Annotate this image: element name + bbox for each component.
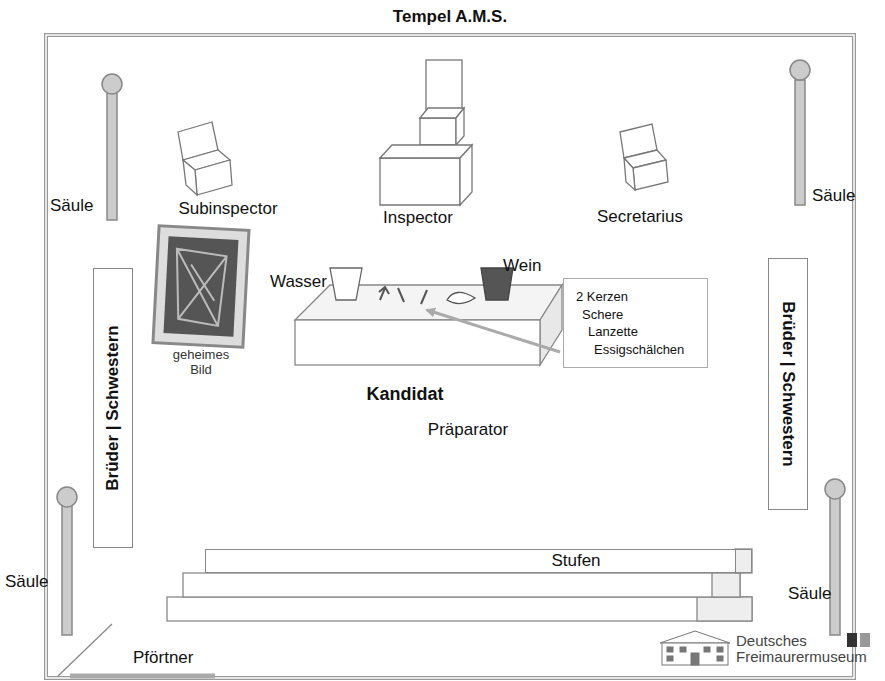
- table-tools: [379, 287, 475, 304]
- title: Tempel A.M.S.: [393, 7, 507, 27]
- pillars: [57, 60, 845, 635]
- steps: [167, 549, 752, 621]
- brethren-band: Brüder | Schwestern: [768, 258, 808, 510]
- room-label: Säule: [50, 196, 93, 216]
- step-box: Stufen: [205, 549, 752, 573]
- secret-picture: [153, 226, 249, 348]
- room-label: Kandidat: [366, 384, 443, 405]
- step-end: [735, 550, 751, 572]
- callout-item: Lanzette: [572, 323, 699, 341]
- room-label: Wasser: [270, 272, 327, 292]
- step-text: Stufen: [551, 551, 600, 571]
- room-label: Secretarius: [597, 207, 683, 227]
- room-label: Präparator: [428, 420, 508, 440]
- callout-item: Schere: [572, 306, 699, 324]
- museum-logo: [660, 631, 870, 665]
- leader-arrow: [427, 310, 560, 352]
- room-label: Wein: [503, 256, 541, 276]
- room-label: Pförtner: [133, 648, 193, 668]
- callout-item: 2 Kerzen: [572, 288, 699, 306]
- band-text: Brüder | Schwestern: [778, 301, 798, 466]
- brethren-band: Brüder | Schwestern: [93, 268, 133, 548]
- room-label: geheimes Bild: [171, 348, 231, 378]
- water-cup: [330, 268, 362, 300]
- callout-box: 2 KerzenSchereLanzetteEssigschälchen: [563, 278, 708, 368]
- door: [58, 624, 215, 676]
- room-label: Säule: [788, 584, 831, 604]
- inspector-seat: [380, 60, 472, 205]
- room-label: Inspector: [383, 208, 453, 228]
- callout-item: Essigschälchen: [572, 341, 699, 359]
- outer-wall: [46, 35, 854, 678]
- room-label: Säule: [5, 572, 48, 592]
- band-text: Brüder | Schwestern: [103, 325, 123, 490]
- room-label: Säule: [812, 186, 855, 206]
- room-label: Deutsches Freimaurermuseum: [736, 633, 851, 665]
- room-label: Subinspector: [178, 199, 277, 219]
